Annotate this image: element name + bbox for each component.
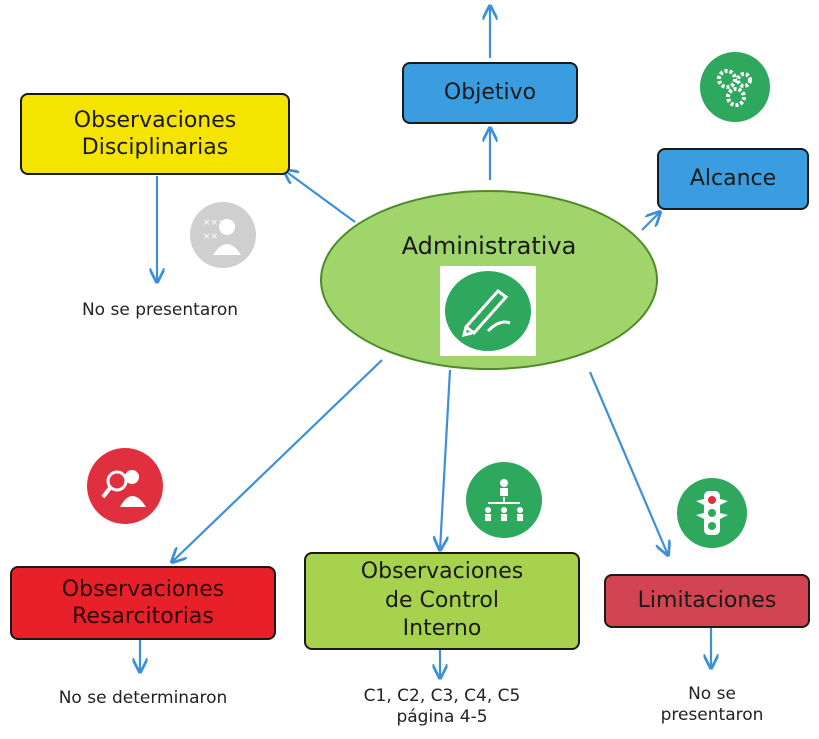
pen-writing-icon (440, 266, 536, 356)
control-note: C1, C2, C3, C4, C5 página 4-5 (330, 686, 554, 729)
alcance-label: Alcance (689, 166, 777, 192)
control-line3: Interno (402, 616, 482, 642)
resarcitorias-line2: Resarcitorias (72, 604, 214, 629)
limitaciones-note-line1: No se (688, 684, 736, 704)
disciplinarias-line2: Disciplinarias (81, 135, 229, 160)
disciplinarias-box: Observaciones Disciplinarias (20, 93, 290, 175)
resarcitorias-line1: Observaciones (61, 576, 225, 602)
person-with-crosses-icon: ××× ×× (190, 202, 256, 268)
disciplinarias-line1: Observaciones (73, 107, 237, 133)
resarcitorias-note: No se determinaron (58, 688, 228, 708)
arrow-to-alcance (641, 212, 660, 231)
limitaciones-label: Limitaciones (637, 588, 777, 614)
control-note-line1: C1, C2, C3, C4, C5 (363, 686, 521, 706)
limitaciones-box: Limitaciones (604, 574, 810, 628)
magnifier-person-icon (87, 448, 163, 524)
arrow-to-limitaciones (588, 371, 668, 555)
alcance-box: Alcance (657, 148, 809, 210)
limitaciones-note: No se presentaron (630, 684, 794, 727)
disciplinarias-note: No se presentaron (81, 300, 239, 320)
center-title: Administrativa (401, 232, 577, 260)
control-note-line2: página 4-5 (396, 707, 488, 728)
control-line1: Observaciones (360, 559, 524, 585)
svg-text:××: ×× (203, 232, 218, 242)
arrow-to-disciplinarias (284, 170, 356, 223)
gears-icon (700, 52, 770, 122)
control-box: Observaciones de Control Interno (304, 552, 580, 650)
limitaciones-note-line2: presentaron (660, 705, 764, 726)
arrow-to-control (440, 369, 452, 550)
svg-text:×××: ××× (203, 218, 226, 228)
control-line2: de Control (384, 587, 500, 613)
arrow-to-resarcitorias (172, 359, 383, 562)
resarcitorias-box: Observaciones Resarcitorias (10, 566, 276, 640)
org-chart-icon (466, 462, 542, 538)
objetivo-label: Objetivo (443, 80, 537, 106)
traffic-light-icon (677, 478, 747, 548)
objetivo-box: Objetivo (402, 62, 578, 124)
